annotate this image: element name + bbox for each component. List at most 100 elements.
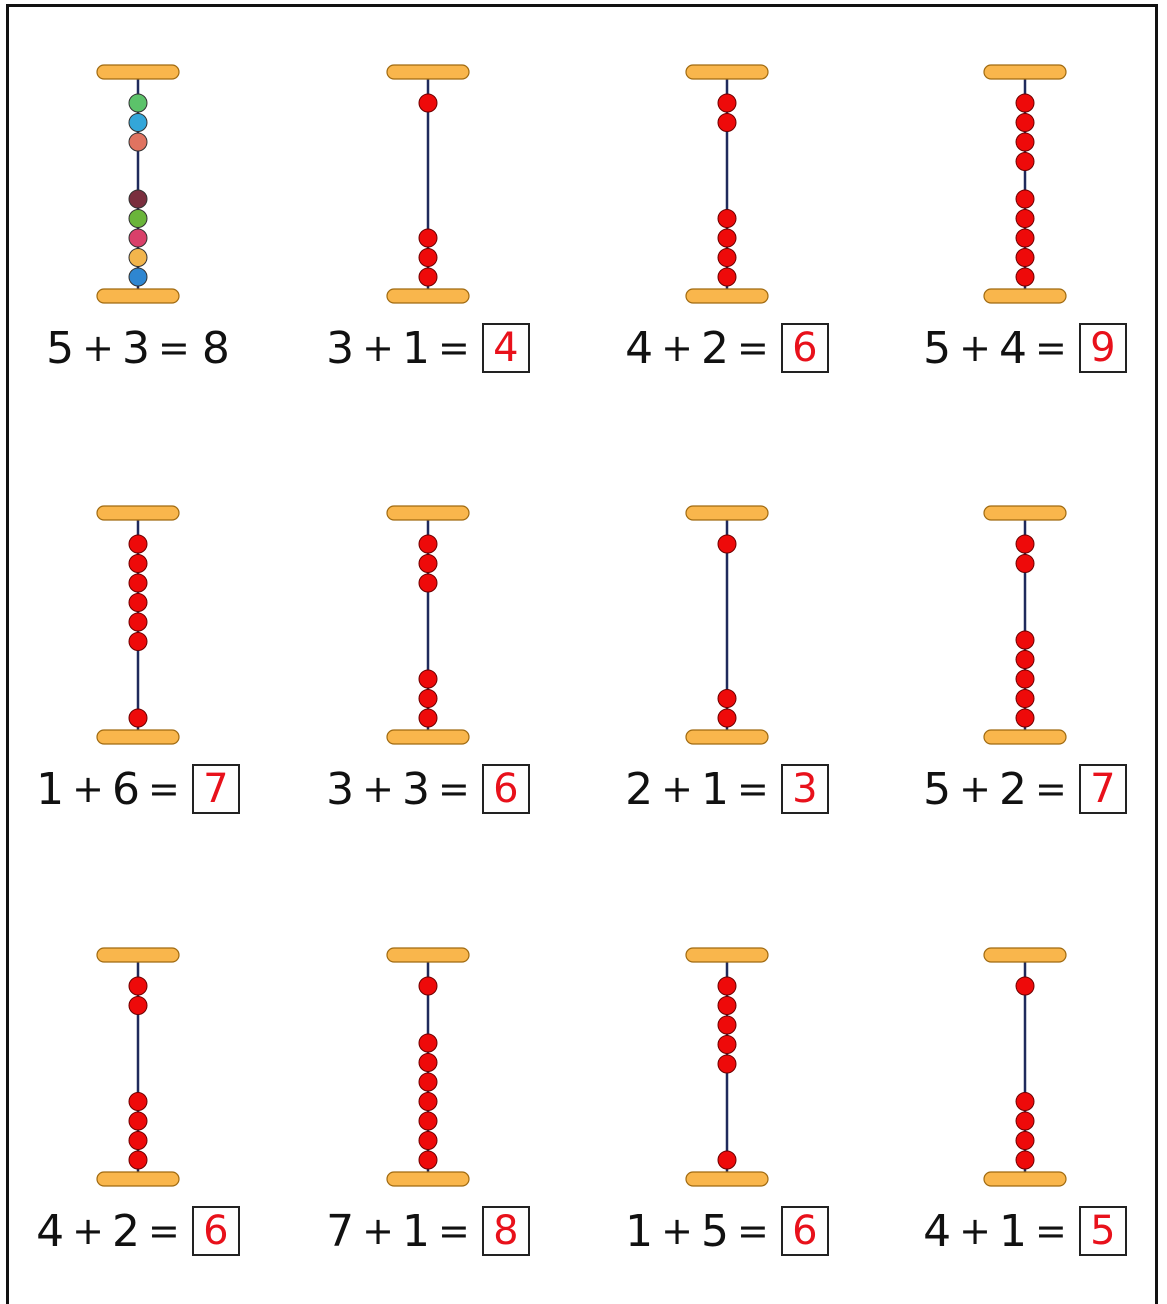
answer-box[interactable]: 6: [780, 323, 829, 373]
bead-top: [1015, 554, 1035, 573]
bead-top: [418, 93, 438, 113]
plus-sign: +: [661, 326, 693, 370]
bead-bottom: [418, 1072, 438, 1092]
bead-top: [717, 113, 737, 132]
bead-bottom: [1015, 1111, 1035, 1131]
bead-top: [717, 996, 737, 1015]
addend-a: 5: [923, 322, 952, 374]
equals-sign: =: [438, 767, 470, 811]
bead-top: [128, 132, 148, 152]
plus-sign: +: [661, 1209, 693, 1253]
bead-bottom: [1015, 248, 1035, 267]
answer-box[interactable]: 5: [1078, 1206, 1127, 1256]
bead-bottom: [1015, 650, 1035, 669]
bead-bottom: [1015, 669, 1035, 689]
equation-2: 3+1=4: [288, 320, 568, 376]
addend-b: 1: [999, 1205, 1027, 1257]
bead-bottom: [418, 1033, 438, 1053]
bead-bottom: [418, 228, 438, 248]
bead-top: [418, 554, 438, 573]
abacus-bottom-bar: [685, 729, 769, 745]
plus-sign: +: [82, 326, 114, 370]
addend-b: 2: [112, 1205, 140, 1257]
bead-bottom: [1015, 1150, 1035, 1170]
abacus-bottom-bar: [685, 1171, 769, 1187]
abacus-top-bar: [96, 505, 180, 521]
bead-top: [128, 976, 148, 996]
answer-box[interactable]: 7: [191, 764, 240, 814]
equals-sign: =: [158, 326, 190, 370]
addend-b: 1: [402, 322, 430, 374]
equals-sign: =: [1035, 326, 1067, 370]
equation-3: 4+2=6: [587, 320, 867, 376]
bead-top: [717, 976, 737, 996]
abacus-bottom-bar: [983, 729, 1067, 745]
answer-box[interactable]: 6: [481, 764, 530, 814]
answer-box[interactable]: 3: [780, 764, 829, 814]
answer-box[interactable]: 8: [481, 1206, 530, 1256]
answer-box[interactable]: 6: [191, 1206, 240, 1256]
bead-bottom: [418, 248, 438, 267]
plus-sign: +: [362, 767, 394, 811]
bead-top: [1015, 132, 1035, 152]
equals-sign: =: [148, 767, 180, 811]
abacus-bottom-bar: [685, 288, 769, 304]
bead-bottom: [717, 689, 737, 708]
plus-sign: +: [362, 326, 394, 370]
abacus-9: [96, 947, 180, 1187]
answer-box[interactable]: 6: [780, 1206, 829, 1256]
addend-b: 4: [999, 322, 1027, 374]
abacus-top-bar: [685, 64, 769, 80]
equals-sign: =: [438, 1209, 470, 1253]
abacus-bottom-bar: [983, 288, 1067, 304]
bead-bottom: [418, 1111, 438, 1131]
bead-top: [128, 554, 148, 573]
equals-sign: =: [1035, 767, 1067, 811]
addend-b: 5: [701, 1205, 729, 1257]
bead-bottom: [418, 1150, 438, 1170]
bead-top: [1015, 93, 1035, 113]
bead-bottom: [717, 267, 737, 287]
plus-sign: +: [72, 767, 104, 811]
bead-bottom: [418, 1053, 438, 1072]
bead-top: [128, 612, 148, 632]
equals-sign: =: [148, 1209, 180, 1253]
abacus-top-bar: [96, 64, 180, 80]
plus-sign: +: [362, 1209, 394, 1253]
equation-4: 5+4=9: [885, 320, 1165, 376]
addend-a: 3: [326, 322, 355, 374]
abacus-bottom-bar: [386, 1171, 470, 1187]
addend-a: 4: [923, 1205, 952, 1257]
abacus-top-bar: [983, 947, 1067, 963]
equation-10: 7+1=8: [288, 1203, 568, 1259]
answer-box[interactable]: 7: [1078, 764, 1127, 814]
bead-bottom: [128, 189, 148, 209]
abacus-6: [386, 505, 470, 745]
addend-a: 4: [36, 1205, 65, 1257]
bead-bottom: [128, 1131, 148, 1150]
answer-box[interactable]: 4: [481, 323, 530, 373]
bead-bottom: [1015, 267, 1035, 287]
addend-a: 5: [46, 322, 75, 374]
bead-bottom: [1015, 708, 1035, 728]
abacus-bottom-bar: [96, 729, 180, 745]
bead-top: [128, 113, 148, 132]
equation-12: 4+1=5: [885, 1203, 1165, 1259]
bead-top: [418, 573, 438, 593]
addend-b: 3: [402, 763, 430, 815]
plus-sign: +: [959, 326, 991, 370]
addend-a: 4: [625, 322, 654, 374]
plus-sign: +: [661, 767, 693, 811]
bead-top: [717, 1054, 737, 1074]
equation-5: 1+6=7: [0, 761, 278, 817]
bead-bottom: [418, 1131, 438, 1150]
answer-box[interactable]: 9: [1078, 323, 1127, 373]
bead-bottom: [717, 248, 737, 267]
abacus-top-bar: [983, 505, 1067, 521]
abacus-7: [685, 505, 769, 745]
bead-bottom: [717, 209, 737, 228]
abacus-bottom-bar: [983, 1171, 1067, 1187]
bead-top: [1015, 152, 1035, 171]
bead-bottom: [1015, 228, 1035, 248]
